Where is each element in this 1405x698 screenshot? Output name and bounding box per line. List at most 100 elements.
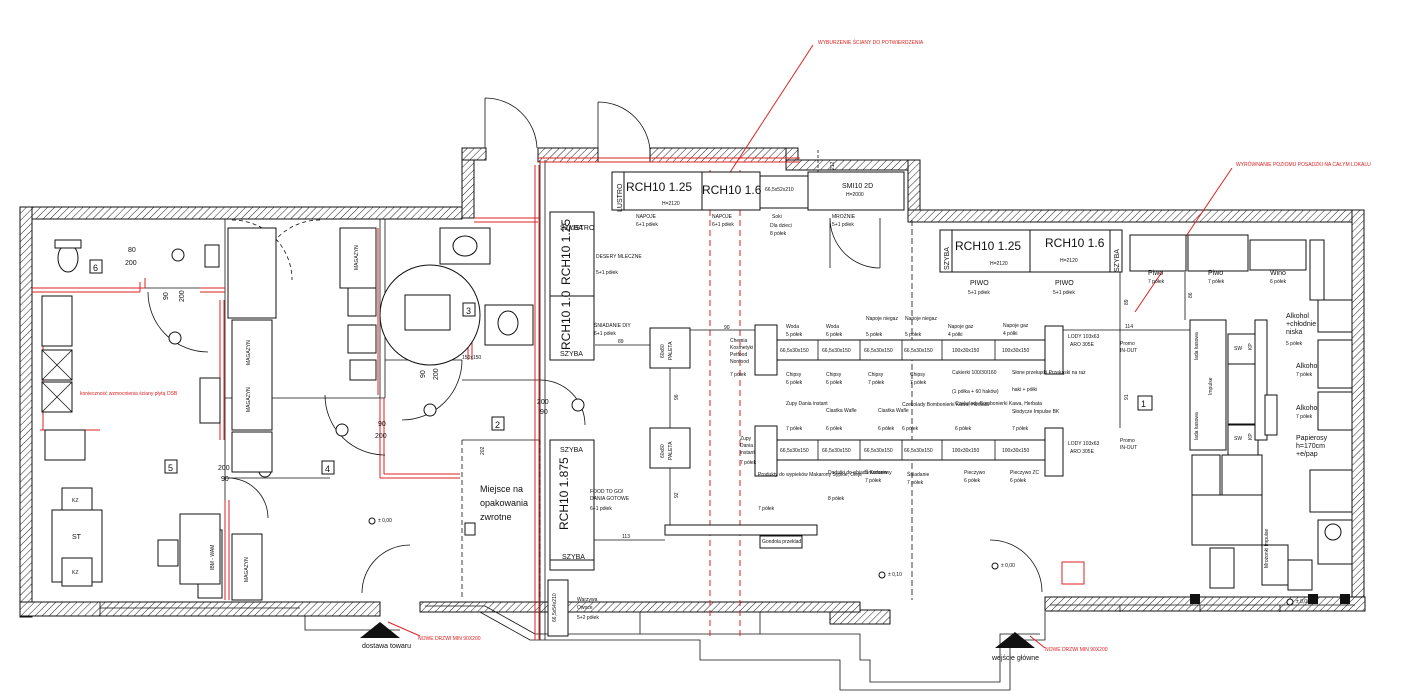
svg-text:80: 80 [128,247,136,254]
right-fridge-1-below: PIWO [970,280,989,287]
office-labels: ST KZ KZ IBM - WAM Mrożonki Impulse [72,498,1270,576]
right-fridge-2-label: RCH10 1.6 [1045,236,1105,250]
svg-text:6 półek: 6 półek [826,426,843,432]
svg-text:Słodycze Impulse BK: Słodycze Impulse BK [1012,409,1060,415]
svg-text:KP: KP [1248,433,1254,440]
storage-labels: MAGAZYN MAGAZYN MAGAZYN MAGAZYN [244,245,360,582]
top-fridge-2-below: NAPOJE [712,214,733,220]
svg-text:92: 92 [674,492,680,498]
svg-text:IBM - WAM: IBM - WAM [210,545,216,570]
annotation-demolition: WYBURZENIE ŚCIANY DO POTWIERDZENIA [818,38,924,46]
svg-text:6 półek: 6 półek [955,426,972,432]
dimension-lines [461,150,1190,600]
svg-text:lada kasowa: lada kasowa [1194,332,1200,360]
svg-text:89: 89 [618,339,624,345]
storage-racks [179,227,277,601]
columns [464,522,1350,604]
svg-text:66,5x30x150: 66,5x30x150 [780,348,809,354]
top-fridges [611,171,905,211]
svg-text:Pieczywo ZC: Pieczywo ZC [1010,470,1040,476]
entrance-main-label: wejście główne [991,655,1039,662]
top-fridge-3-sub: H=2000 [846,192,864,198]
checkout-labels: SW SW KP KP lada kasowa Impulse lada kas… [1194,332,1254,442]
svg-text:SW: SW [1234,436,1242,442]
right-fridge-2-below: PIWO [1055,280,1074,287]
palettes [649,327,818,549]
right-fridge-1-szyba: SZYBA [944,247,951,270]
svg-text:4 półki: 4 półki [948,332,962,338]
svg-text:200: 200 [375,433,387,440]
svg-text:Chipsy: Chipsy [786,372,802,378]
top-fridge-3-below: MROŹNIE [832,213,856,220]
svg-text:Zupy Dania instant: Zupy Dania instant [786,401,828,407]
svg-text:Chipsy: Chipsy [826,372,842,378]
paleta-1: PALETA [668,341,674,360]
lustro-side: LUSTRO [566,225,595,232]
svg-text:6 półek: 6 półek [1010,478,1027,484]
left-fridge-3-shelves: 6+1 półek [590,506,612,512]
zupy-end: Zupy Dania instant [740,436,755,456]
right-fridge-2-shelves: 5+1 półek [1053,290,1075,296]
svg-text:90: 90 [540,409,548,416]
room-boxes [89,259,1153,475]
rack-row2-bottom-labels: Produkty do wypieków Makarony Sypkie, Ol… [758,468,1040,512]
svg-text:90: 90 [163,292,170,300]
wino-shelves: 6 półek [1270,279,1287,285]
svg-text:90: 90 [378,421,386,428]
door-dimensions: 80 200 90 200 90 200 90 200 200 90 200 9… [125,247,549,483]
gondola-row-1 [754,324,1064,376]
svg-text:Ciastka Wafle: Ciastka Wafle [826,408,857,414]
svg-text:MAGAZYN: MAGAZYN [246,387,252,412]
top-fridge-1-label: RCH10 1.25 [626,180,692,194]
papierosy: Papierosy h=170cm +e/pap [1296,435,1329,458]
lody-1-promo: Promo IN-OUT [1120,341,1137,354]
room-2-label: 2 [495,420,500,430]
svg-text:Mrożonki Impulse: Mrożonki Impulse [1264,529,1270,568]
svg-text:66,5x30x150: 66,5x30x150 [864,448,893,454]
svg-text:Cukierki 100/30/160: Cukierki 100/30/160 [952,370,997,376]
level-1: ± 0,00 [378,518,392,524]
top-fridge-1-sub: H=2120 [662,201,680,207]
soki-dims: 66,5x52x210 [765,187,794,193]
lody-1: LODY 103x63 [1068,334,1100,340]
piwo-1-shelves: 7 półek [1148,279,1165,285]
warzywa: Warzywa Owoce [577,597,599,611]
rack-row1-top-labels: Woda 5 półek Woda 6 półek Napoje niegaz … [786,316,1029,338]
svg-text:66,5x30x150: 66,5x30x150 [780,448,809,454]
svg-text:Pieczywo: Pieczywo [964,470,985,476]
szyba-left-3: SZYBA [560,447,583,454]
right-fridge-1-label: RCH10 1.25 [955,239,1021,253]
top-fridge-3-shelves: 5+1 półek [832,222,854,228]
lody-1-sub: ARO 305E [1070,342,1095,348]
warzywa-dims: 66,5x54x210 [552,593,558,622]
svg-text:200: 200 [125,260,137,267]
svg-text:Czekolady Bombonierki Kawa, He: Czekolady Bombonierki Kawa, Herbata [902,402,989,408]
left-fridge-2-label: RCH10 1.0 [559,290,573,350]
svg-text:150x150: 150x150 [462,355,481,361]
right-fridge-2-sub: H=2120 [1060,258,1078,264]
level-4: ± 0,00 [1296,599,1310,605]
svg-text:8 półek: 8 półek [828,496,845,502]
room-6-label: 6 [93,263,98,273]
left-fridges [547,211,595,637]
svg-text:7 półek: 7 półek [868,380,885,386]
svg-text:6 półek: 6 półek [878,426,895,432]
svg-text:Czekolady Bombonierki Kawa, He: Czekolady Bombonierki Kawa, Herbata [955,401,1042,407]
svg-text:5 półek: 5 półek [905,332,922,338]
svg-text:96: 96 [674,394,680,400]
checkout-area [1189,319,1313,591]
returnables-zone: Miejsce na opakowania zwrotne [480,484,531,522]
rack-row2-top-labels: Zupy Dania instant 7 półek Ciastka Wafle… [786,401,1060,432]
right-fridge-1-shelves: 5+1 półek [968,290,990,296]
left-fridge-1-label: RCH10 1.25 [559,219,573,285]
chemia-shelves: 7 półek [730,372,747,378]
svg-text:6 półek: 6 półek [826,332,843,338]
paleta-2-size: 60x80 [660,444,666,458]
svg-text:Woda: Woda [786,324,799,330]
alkohol-3: Alkohol [1296,405,1319,412]
svg-text:91: 91 [1124,394,1130,400]
svg-text:90: 90 [420,370,427,378]
zupy-end-shelves: 7 półek [740,460,757,466]
gondola-row-2 [754,425,1064,477]
